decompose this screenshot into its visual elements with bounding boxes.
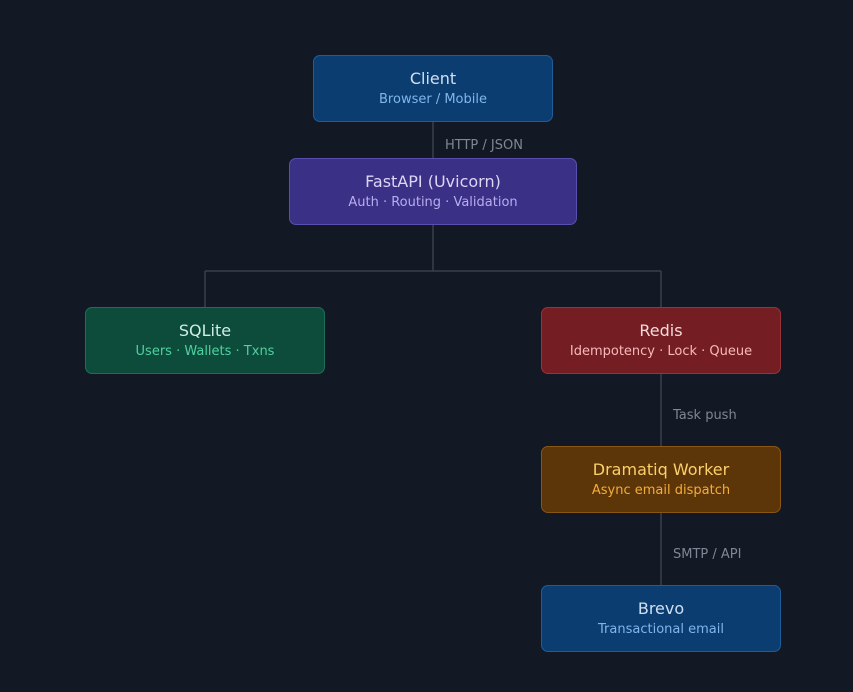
client-node: Client Browser / Mobile (313, 55, 553, 122)
edge-label-task-push: Task push (673, 408, 737, 423)
redis-subtitle: Idempotency · Lock · Queue (569, 344, 753, 359)
edge-label-smtp-api: SMTP / API (673, 547, 742, 562)
brevo-title: Brevo (637, 599, 685, 618)
client-subtitle: Browser / Mobile (379, 92, 487, 107)
fastapi-node: FastAPI (Uvicorn) Auth · Routing · Valid… (289, 158, 577, 225)
sqlite-node: SQLite Users · Wallets · Txns (85, 307, 325, 374)
edge-label-http-json: HTTP / JSON (445, 138, 523, 153)
redis-title: Redis (639, 321, 683, 340)
dramatiq-subtitle: Async email dispatch (591, 483, 731, 498)
brevo-node: Brevo Transactional email (541, 585, 781, 652)
sqlite-title: SQLite (178, 321, 232, 340)
client-title: Client (409, 69, 457, 88)
fastapi-subtitle: Auth · Routing · Validation (348, 195, 518, 210)
fastapi-title: FastAPI (Uvicorn) (365, 172, 501, 191)
redis-node: Redis Idempotency · Lock · Queue (541, 307, 781, 374)
dramatiq-worker-node: Dramatiq Worker Async email dispatch (541, 446, 781, 513)
brevo-subtitle: Transactional email (598, 622, 724, 637)
sqlite-subtitle: Users · Wallets · Txns (135, 344, 275, 359)
dramatiq-title: Dramatiq Worker (592, 460, 730, 479)
